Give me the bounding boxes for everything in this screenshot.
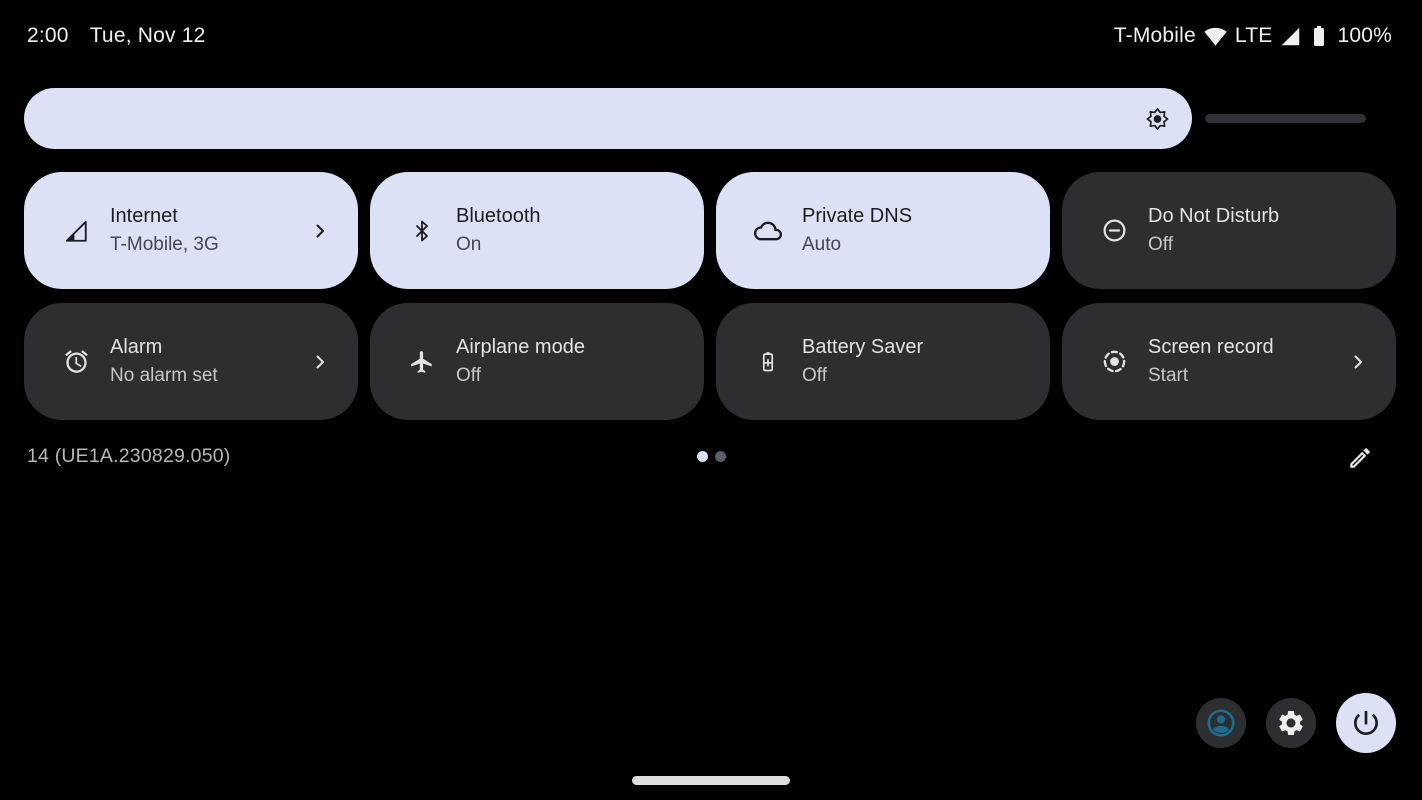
battery-saver-icon	[754, 348, 782, 375]
tile-battery-saver[interactable]: Battery Saver Off	[716, 303, 1050, 420]
tile-subtitle: T-Mobile, 3G	[110, 234, 219, 256]
tile-do-not-disturb[interactable]: Do Not Disturb Off	[1062, 172, 1396, 289]
carrier-label: T-Mobile	[1113, 24, 1196, 47]
tile-title: Battery Saver	[802, 336, 924, 359]
tile-airplane-mode[interactable]: Airplane mode Off	[370, 303, 704, 420]
pencil-icon	[1347, 445, 1373, 471]
status-bar: 2:00 Tue, Nov 12 T-Mobile LTE 100%	[27, 20, 1392, 52]
power-button[interactable]	[1336, 693, 1396, 753]
power-icon	[1350, 707, 1382, 739]
tile-internet[interactable]: Internet T-Mobile, 3G	[24, 172, 358, 289]
tile-title: Airplane mode	[456, 336, 585, 359]
mobile-signal-icon	[62, 218, 90, 244]
bluetooth-icon	[408, 218, 436, 244]
build-number: 14 (UE1A.230829.050)	[27, 445, 231, 467]
tile-alarm[interactable]: Alarm No alarm set	[24, 303, 358, 420]
battery-icon	[1307, 24, 1331, 48]
brightness-track[interactable]	[1205, 114, 1366, 123]
battery-percent-label: 100%	[1337, 24, 1392, 47]
tile-subtitle: No alarm set	[110, 365, 218, 387]
cellular-signal-icon	[1280, 26, 1301, 47]
page-dot-1	[696, 451, 708, 462]
tile-bluetooth[interactable]: Bluetooth On	[370, 172, 704, 289]
tile-title: Screen record	[1148, 336, 1274, 359]
tile-title: Alarm	[110, 336, 163, 359]
tile-subtitle: Off	[456, 365, 481, 387]
edit-tiles-button[interactable]	[1342, 440, 1378, 476]
chevron-right-icon	[1346, 350, 1370, 374]
tile-subtitle: Off	[1148, 234, 1173, 256]
tile-screen-record[interactable]: Screen record Start	[1062, 303, 1396, 420]
network-type-label: LTE	[1234, 24, 1273, 47]
screen-record-icon	[1100, 348, 1128, 375]
airplane-icon	[408, 349, 436, 375]
status-time: 2:00	[27, 24, 69, 47]
brightness-fill[interactable]	[24, 88, 1192, 149]
tile-subtitle: Off	[802, 365, 827, 387]
alarm-icon	[62, 348, 90, 375]
cloud-icon	[754, 217, 782, 245]
brightness-slider[interactable]	[24, 88, 1366, 149]
tile-title: Private DNS	[802, 205, 913, 228]
tile-title: Internet	[110, 205, 178, 228]
tile-subtitle: Auto	[802, 234, 842, 256]
user-switcher-button[interactable]	[1196, 698, 1246, 748]
page-dot-2	[714, 451, 726, 462]
page-indicator	[0, 451, 1422, 462]
tile-private-dns[interactable]: Private DNS Auto	[716, 172, 1050, 289]
chevron-right-icon	[308, 350, 332, 374]
tile-title: Do Not Disturb	[1148, 205, 1280, 228]
home-gesture-bar[interactable]	[632, 776, 790, 785]
do-not-disturb-icon	[1100, 217, 1128, 244]
tile-title: Bluetooth	[456, 205, 541, 228]
tile-subtitle: On	[456, 234, 482, 256]
status-date: Tue, Nov 12	[89, 24, 206, 47]
gear-icon	[1276, 708, 1306, 738]
chevron-right-icon	[308, 219, 332, 243]
wifi-icon	[1204, 25, 1227, 48]
brightness-icon	[1144, 105, 1171, 132]
user-avatar-icon	[1205, 707, 1237, 739]
tile-subtitle: Start	[1148, 365, 1189, 387]
quick-settings-grid: Internet T-Mobile, 3G Bluetooth On Priva…	[24, 172, 1396, 420]
settings-button[interactable]	[1266, 698, 1316, 748]
